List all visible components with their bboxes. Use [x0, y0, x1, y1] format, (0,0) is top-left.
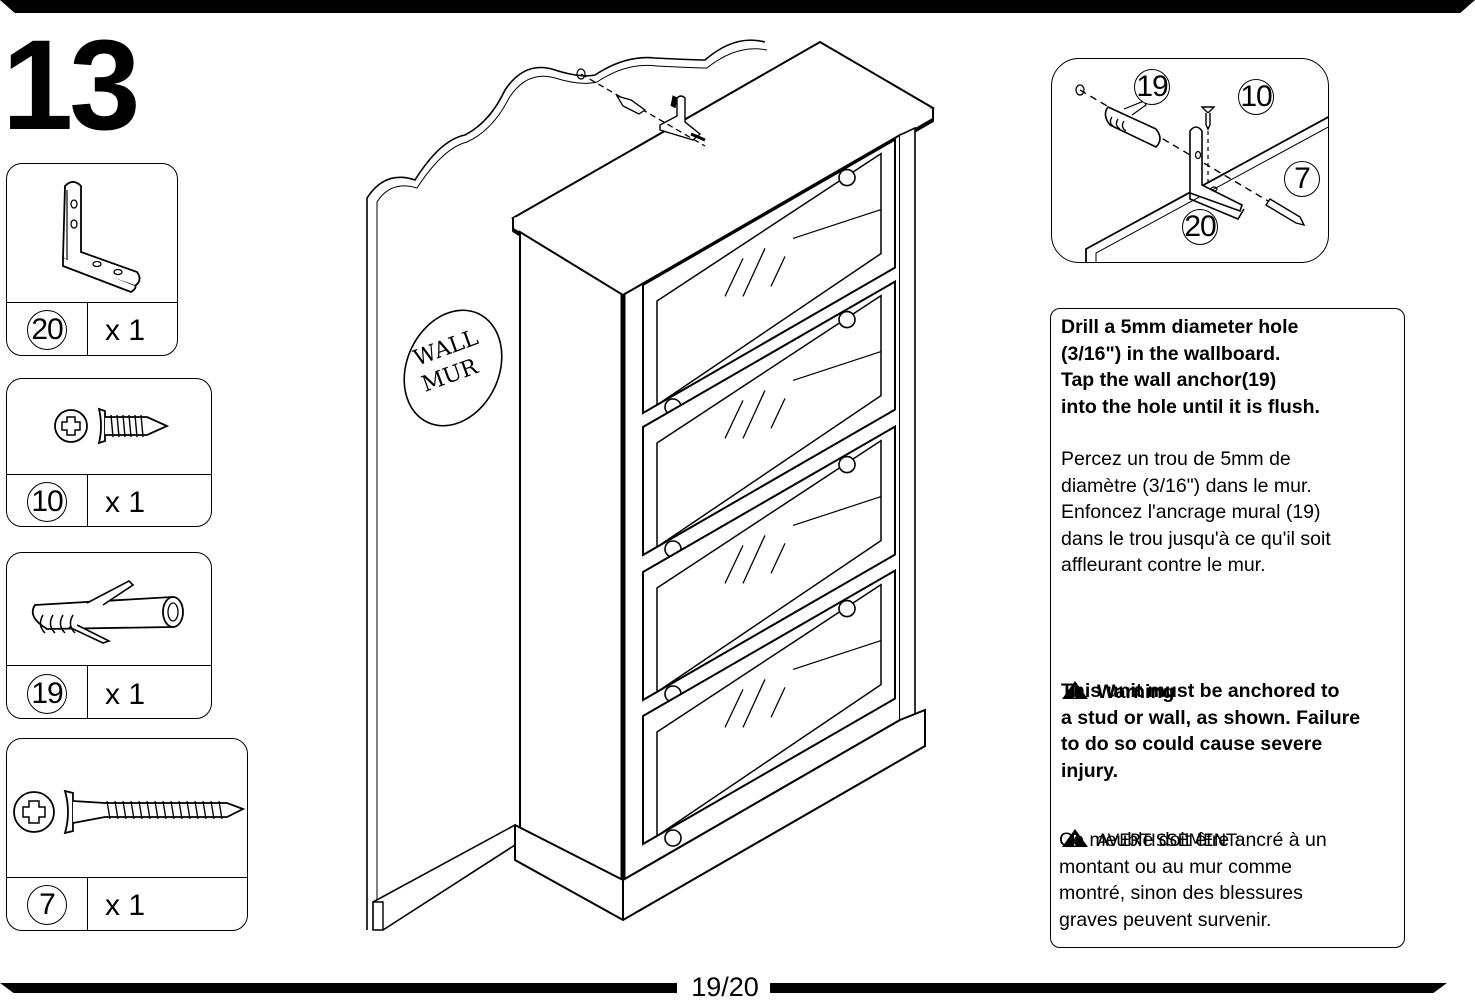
warning-fr-title: AVERTISSEMENT: [1097, 830, 1241, 851]
wall-anchor-icon [31, 580, 184, 644]
instructions-panel: Drill a 5mm diameter hole (3/16") in the… [1050, 308, 1405, 948]
door-knob [838, 599, 856, 618]
instructions-en: Drill a 5mm diameter hole (3/16") in the… [1061, 316, 1320, 418]
warning-en-title: Warning [1097, 680, 1175, 703]
part-number: 10 [27, 482, 67, 522]
detail-illustration [1075, 84, 1328, 262]
glass-door [642, 424, 896, 702]
warning-fr-text: Ce meuble doit être ancré à un montant o… [1059, 829, 1327, 931]
instructions-fr: Percez un trou de 5mm de diamètre (3/16"… [1061, 448, 1331, 576]
part-card-20: 20 x 1 [6, 163, 178, 356]
detail-view: 19 10 7 20 [1051, 58, 1329, 263]
warning-icon [1062, 828, 1088, 847]
part-card-19: 19 x 1 [6, 552, 212, 719]
bookcase-illustration: WALL MUR [366, 39, 935, 931]
part-quantity: x 1 [105, 889, 146, 922]
bracket-illustration [576, 68, 706, 147]
part-quantity: x 1 [105, 486, 146, 519]
bottom-rule-left [0, 983, 677, 993]
wall-outline [366, 39, 766, 930]
detail-callout-7: 7 [1284, 161, 1320, 197]
page-number: 19/20 [691, 972, 759, 1002]
l-bracket-icon [62, 181, 141, 294]
part-quantity: x 1 [105, 314, 146, 347]
top-rule [0, 0, 1475, 13]
detail-callout-19: 19 [1134, 69, 1170, 105]
door-knob [664, 829, 682, 847]
warning-en-text: This unit must be anchored to a stud or … [1061, 680, 1361, 782]
wall-label-oval [403, 309, 503, 427]
part-quantity: x 1 [105, 678, 146, 711]
warning-en-heading: Warning [1061, 652, 1174, 705]
detail-callout-10: 10 [1238, 79, 1274, 115]
part-number: 7 [27, 885, 67, 925]
detail-callout-20: 20 [1182, 209, 1218, 245]
screw-short-icon [54, 407, 170, 445]
bottom-rule-right [770, 983, 1447, 993]
glass-door [642, 568, 896, 846]
part-number: 20 [27, 310, 67, 350]
warning-icon [1062, 680, 1088, 699]
step-number: 13 [2, 14, 140, 157]
glass-door [642, 279, 896, 557]
door-knob [838, 168, 856, 187]
baseboard [372, 823, 516, 931]
door-knob [838, 310, 856, 329]
part-number: 19 [27, 674, 67, 714]
part-card-10: 10 x 1 [6, 378, 212, 527]
glass-door [642, 137, 896, 415]
door-knob [838, 455, 856, 474]
part-card-7: 7 x 1 [6, 738, 248, 931]
screw-long-icon [13, 789, 246, 835]
warning-fr-heading: AVERTISSEMENT: [1061, 801, 1241, 854]
